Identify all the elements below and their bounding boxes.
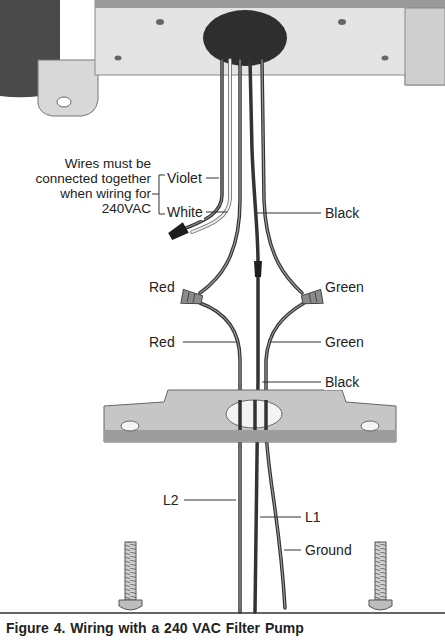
wire-label: Violet (166, 170, 203, 186)
terminal-label: L2 (162, 492, 180, 508)
wire-nuts (167, 222, 323, 306)
figure-caption: Figure 4. Wiring with a 240 VAC Filter P… (6, 620, 304, 636)
terminal-label: Ground (304, 542, 353, 558)
wire-label: Red (148, 279, 176, 295)
wire-label: Red (148, 334, 176, 350)
note-text: Wires must be connected together when wi… (8, 156, 152, 216)
leader-lines (152, 175, 321, 550)
wire-label: Black (324, 374, 360, 390)
screw (369, 542, 392, 610)
mounting-plate (104, 390, 396, 442)
wire-label: Black (324, 205, 360, 221)
terminal-label: L1 (304, 509, 322, 525)
wire-label: Green (324, 279, 365, 295)
caption-rule (0, 612, 445, 614)
wire-label: Green (324, 334, 365, 350)
wires (186, 60, 304, 612)
wire-label: White (166, 204, 204, 220)
screw (119, 542, 142, 610)
